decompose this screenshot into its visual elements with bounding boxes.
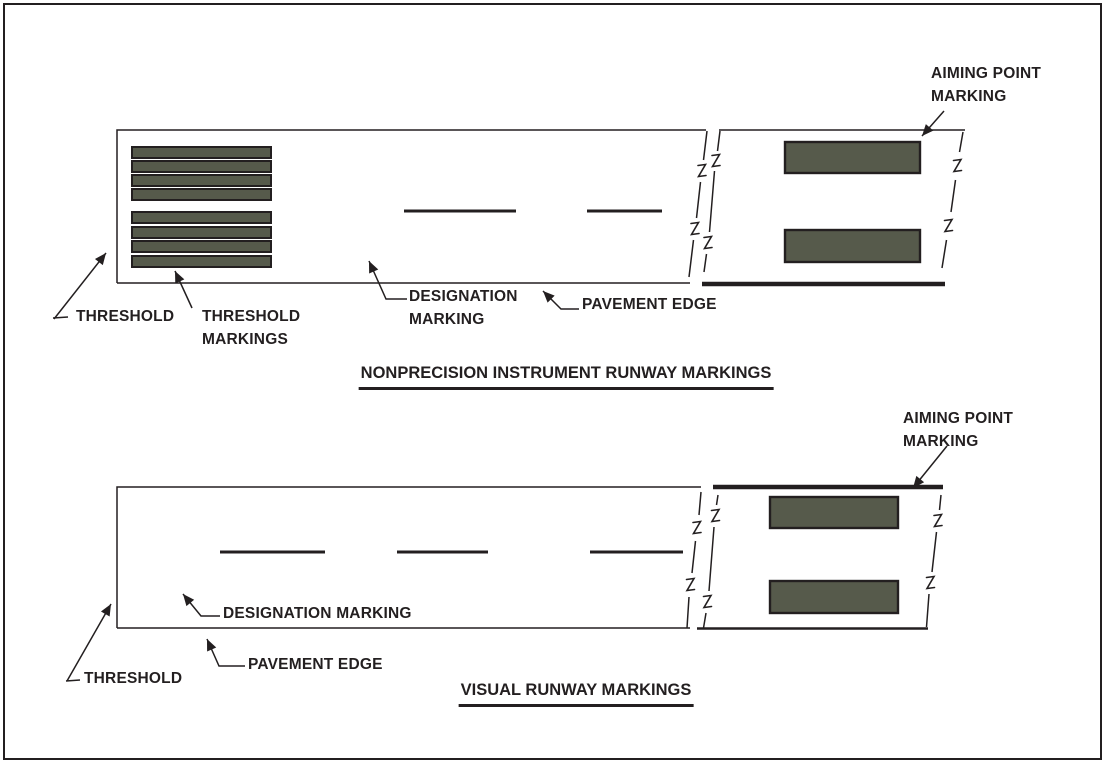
- threshold-arrow: [53, 252, 107, 320]
- threshold-bar: [131, 146, 272, 159]
- threshold-bar: [131, 255, 272, 268]
- aiming-point-arrow: [912, 445, 948, 489]
- visual-break-marks: [685, 491, 943, 629]
- aiming-point-bar: [768, 579, 900, 615]
- aiming-point-bar: [768, 495, 900, 530]
- threshold-bar: [131, 240, 272, 253]
- nonprecision-designation-marking-label: DESIGNATION MARKING: [409, 288, 518, 328]
- visual-title: VISUAL RUNWAY MARKINGS: [458, 680, 694, 707]
- nonprecision-pavement-edge-label: PAVEMENT EDGE: [582, 296, 717, 313]
- nonprecision-threshold-markings-label: THRESHOLD MARKINGS: [202, 308, 301, 348]
- threshold-markings-arrow: [174, 270, 193, 309]
- visual-aiming-bars: [768, 495, 900, 615]
- nonprecision-threshold-bars: [131, 146, 272, 268]
- threshold-bar: [131, 211, 272, 224]
- visual-runway-outline: [116, 484, 943, 630]
- threshold-bar: [131, 188, 272, 201]
- nonprecision-break-marks: [688, 130, 964, 278]
- visual-aiming-point-label: AIMING POINT MARKING: [903, 410, 1014, 450]
- nonprecision-leader-arrows: [52, 110, 945, 320]
- aiming-point-arrow: [921, 110, 945, 137]
- nonprecision-aiming-bars: [783, 140, 922, 264]
- threshold-leader-tick: [65, 679, 81, 682]
- threshold-bar: [131, 226, 272, 239]
- visual-leader-arrows: [65, 445, 948, 682]
- visual-designation-marking-label: DESIGNATION MARKING: [223, 605, 412, 622]
- designation-marking-arrow: [182, 593, 220, 617]
- visual-pavement-edge-label: PAVEMENT EDGE: [248, 656, 383, 673]
- aiming-point-bar: [783, 140, 922, 175]
- threshold-arrow: [66, 603, 112, 682]
- nonprecision-title: NONPRECISION INSTRUMENT RUNWAY MARKINGS: [358, 363, 774, 390]
- threshold-bar: [131, 174, 272, 187]
- designation-marking-arrow: [368, 260, 407, 300]
- threshold-bar: [131, 160, 272, 173]
- nonprecision-aiming-point-label: AIMING POINT MARKING: [931, 65, 1042, 105]
- nonprecision-threshold-label: THRESHOLD: [76, 308, 175, 325]
- visual-threshold-label: THRESHOLD: [84, 670, 183, 687]
- pavement-edge-arrow: [542, 290, 579, 310]
- pavement-edge-arrow: [206, 638, 245, 667]
- aiming-point-bar: [783, 228, 922, 264]
